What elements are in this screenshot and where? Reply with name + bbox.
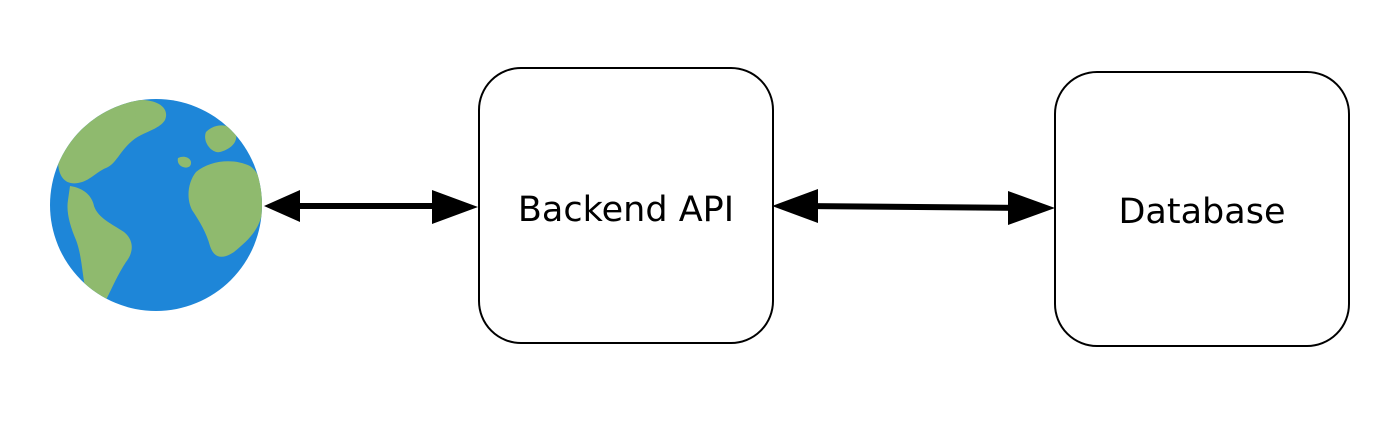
arrowhead-left — [772, 189, 818, 223]
arrowhead-right — [432, 190, 478, 224]
globe-land-north-america — [58, 99, 167, 184]
globe-land-south-america — [67, 186, 132, 305]
arrow-internet-backend — [264, 190, 478, 224]
arrow-backend-database — [772, 189, 1055, 225]
database-label: Database — [1118, 192, 1285, 232]
database-node: Database — [1054, 71, 1350, 347]
arrowhead-right — [1008, 191, 1055, 225]
globe-icon — [50, 99, 262, 311]
backend-api-box — [478, 67, 774, 344]
arrow-shaft — [799, 203, 1027, 211]
arrowhead-left — [264, 190, 300, 222]
database-box — [1054, 71, 1350, 347]
globe-land-africa — [188, 161, 262, 257]
backend-api-node: Backend API — [478, 67, 774, 344]
backend-api-label: Backend API — [518, 190, 734, 230]
